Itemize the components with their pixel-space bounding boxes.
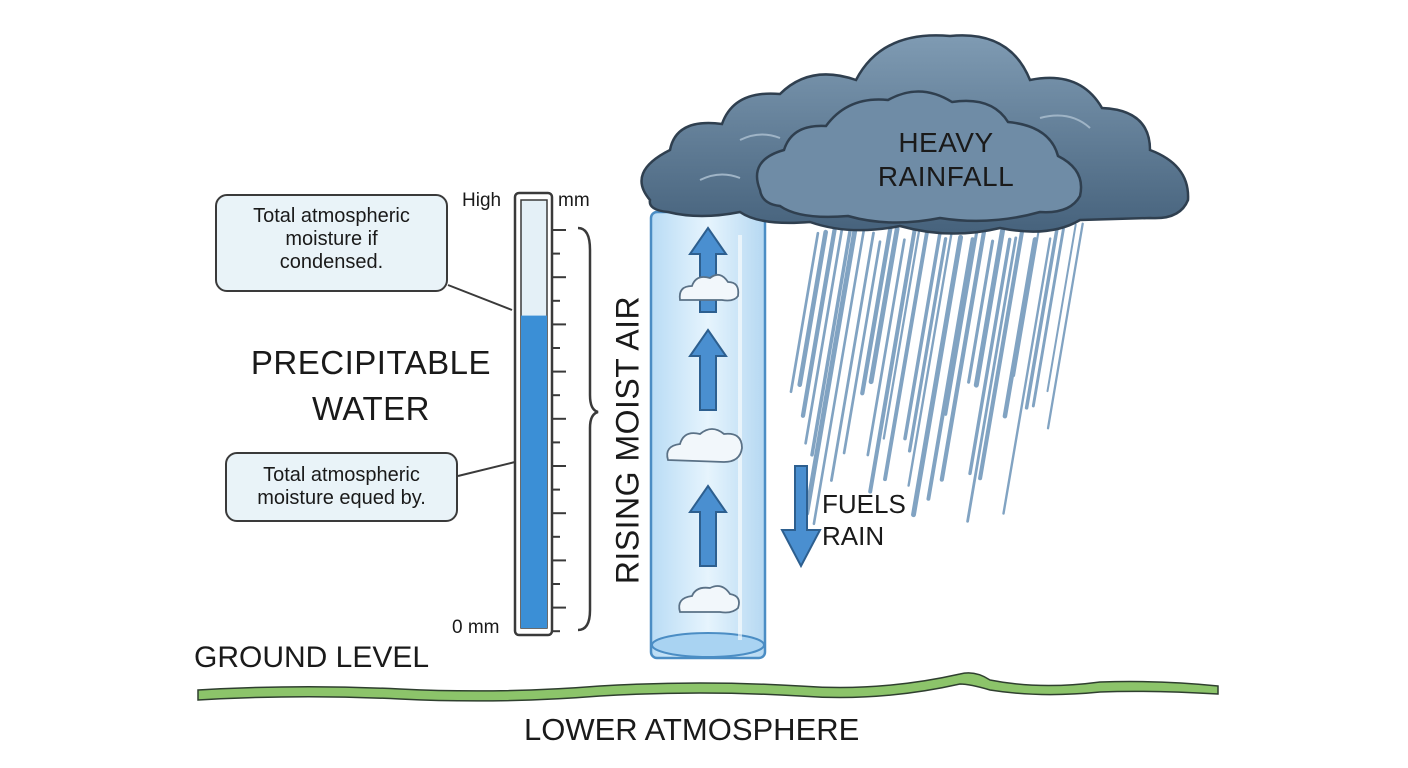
rain-streak [1002, 237, 1038, 419]
callout-top-pointer [447, 284, 513, 311]
rain-streak [830, 231, 875, 482]
gauge-bracket [577, 226, 599, 632]
storm-cloud [640, 34, 1190, 235]
rain-streak [907, 237, 948, 453]
callout-bottom-pointer [457, 461, 516, 477]
rain-streak [842, 240, 882, 455]
down-arrow-icon [780, 465, 822, 569]
ground-level-label: GROUND LEVEL [194, 641, 430, 674]
rain-streak [939, 227, 987, 482]
title-line: PRECIPITABLE [250, 344, 492, 381]
rain-streak [907, 225, 954, 487]
callout-line: condensed. [279, 251, 384, 273]
rain-streaks [789, 220, 1084, 526]
rain-streak [944, 220, 980, 416]
rain-streak [800, 228, 837, 418]
callout-moisture-equed: Total atmospheric moisture equed by. [225, 452, 458, 522]
rain-streak [911, 234, 964, 518]
rain-streak [860, 226, 893, 396]
gauge-fill-level [521, 315, 547, 628]
small-cloud-icon [678, 585, 740, 614]
rain-streak [978, 223, 1026, 481]
rain-streak [804, 222, 845, 445]
up-arrow-icon [688, 328, 728, 411]
callout-line: moisture if [285, 228, 378, 250]
cloud-label-line: HEAVY [898, 127, 994, 158]
gauge-high-label: High [462, 190, 502, 211]
fuels-label-line: FUELS [822, 489, 906, 519]
rain-streak [1024, 221, 1060, 410]
rising-moist-air-label: RISING MOIST AIR [609, 295, 646, 585]
fuels-rain-label: FUELS RAIN [822, 488, 906, 552]
cloud-label-line: RAINFALL [877, 161, 1015, 192]
rain-streak [973, 228, 1005, 388]
rain-streak [866, 238, 906, 457]
rain-streak [903, 226, 943, 441]
rain-streak [789, 231, 820, 394]
up-arrow-icon [688, 226, 728, 313]
rain-streak [804, 220, 859, 516]
callout-line: Total atmospheric [253, 205, 410, 227]
callout-condensed-moisture: Total atmospheric moisture if condensed. [215, 194, 448, 292]
rain-streak [1046, 222, 1084, 430]
rain-streak [967, 239, 995, 384]
rain-streak [926, 237, 975, 501]
fuels-label-line: RAIN [822, 521, 885, 551]
rising-arrows [688, 226, 728, 567]
precipitable-water-title: PRECIPITABLE WATER [238, 340, 504, 432]
rain-streak [966, 236, 1018, 523]
small-cloud-icon [666, 428, 743, 463]
rain-streak [797, 229, 829, 388]
heavy-rainfall-label: HEAVY RAINFALL [858, 126, 1034, 194]
callout-line: Total atmospheric [263, 464, 420, 486]
rain-streak [1012, 221, 1042, 377]
rain-streak [868, 226, 900, 385]
rain-streak [883, 228, 930, 482]
gauge-ticks [552, 229, 566, 633]
rain-streak [810, 223, 853, 457]
rain-streak [968, 237, 1012, 476]
ground-line [197, 672, 1219, 702]
rain-streak [812, 229, 866, 526]
small-cloud-icon [678, 273, 740, 302]
up-arrow-icon [688, 484, 728, 567]
moisture-gauge [513, 191, 599, 637]
callout-line: moisture equed by. [257, 487, 426, 509]
gauge-unit-label: mm [558, 190, 590, 211]
rain-streak [1046, 223, 1077, 393]
title-line: WATER [312, 390, 430, 427]
gauge-zero-label: 0 mm [452, 617, 500, 638]
rain-streak [868, 228, 917, 494]
rain-streak [882, 225, 921, 440]
rain-streak [1031, 227, 1065, 408]
lower-atmosphere-label: LOWER ATMOSPHERE [524, 712, 860, 747]
rain-streak [1002, 237, 1052, 515]
